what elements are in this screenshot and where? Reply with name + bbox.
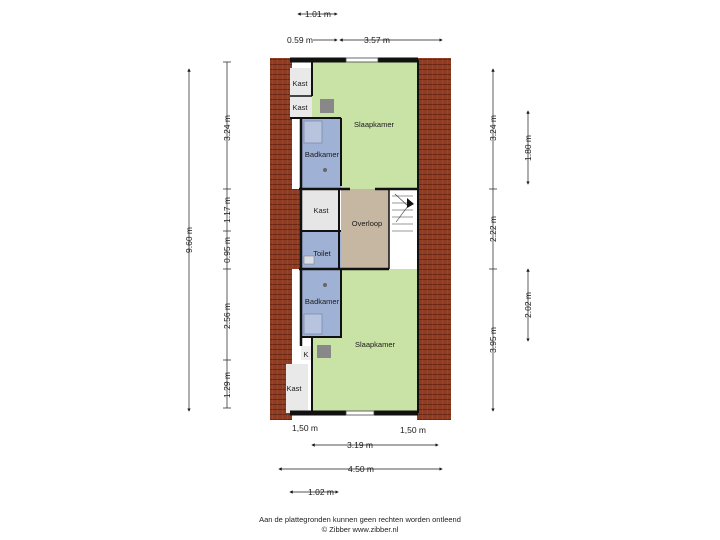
label-badkamer-bottom: Badkamer xyxy=(305,297,340,306)
label-overloop: Overloop xyxy=(352,219,382,228)
dimension-ticks xyxy=(223,61,497,409)
dim-bottom-5: 1.02 m xyxy=(308,487,334,497)
room-kast-mid xyxy=(301,189,339,231)
dim-right-1: 3.24 m xyxy=(488,115,498,141)
dim-left-total: 9.60 m xyxy=(184,227,194,253)
copyright-text: © Zibber www.zibber.nl xyxy=(321,525,399,534)
label-kast-2: Kast xyxy=(292,103,308,112)
roof-left-mid xyxy=(270,189,301,269)
dim-right-3: 3.95 m xyxy=(488,327,498,353)
label-toilet: Toilet xyxy=(313,249,331,258)
stair-arrow xyxy=(407,198,414,208)
dim-bottom-4: 4.50 m xyxy=(348,464,374,474)
dim-far-right-2: 2.02 m xyxy=(523,292,533,318)
roof-right-mid xyxy=(417,189,451,269)
sink-bottom xyxy=(317,345,331,358)
label-k: K xyxy=(303,350,308,359)
drain-bottom xyxy=(323,283,327,287)
dim-left-2: 1.17 m xyxy=(222,197,232,223)
room-kast-bottom xyxy=(286,364,308,413)
window-bottom xyxy=(345,410,375,416)
label-kast-bottom: Kast xyxy=(286,384,302,393)
label-badkamer-top: Badkamer xyxy=(305,150,340,159)
dim-right-2: 2.22 m xyxy=(488,216,498,242)
drain-top xyxy=(323,168,327,172)
dim-left-3: 0.95 m xyxy=(222,237,232,263)
dim-top-2: 0.59 m xyxy=(287,35,313,45)
room-slaapkamer-bottom xyxy=(341,269,418,413)
dimension-lines xyxy=(187,12,530,494)
dim-top-3: 3.57 m xyxy=(364,35,390,45)
dim-bottom-2: 1,50 m xyxy=(400,425,426,435)
dim-bottom-3: 3.19 m xyxy=(347,440,373,450)
dim-far-right-1: 1.80 m xyxy=(523,135,533,161)
walls xyxy=(290,57,419,416)
room-stairs xyxy=(389,189,417,269)
window-top xyxy=(345,57,379,63)
dim-left-5: 1.29 m xyxy=(222,372,232,398)
room-k xyxy=(301,346,312,360)
windows xyxy=(345,57,379,416)
label-kast-mid: Kast xyxy=(313,206,329,215)
shower-top xyxy=(303,120,323,144)
sink-top xyxy=(320,99,334,113)
roof-right-top xyxy=(417,58,451,189)
shower-bottom xyxy=(303,313,323,335)
toilet-bowl xyxy=(303,255,315,265)
room-kast-1 xyxy=(290,68,312,96)
label-slaapkamer-bottom: Slaapkamer xyxy=(355,340,396,349)
roof-right-bottom xyxy=(417,269,451,420)
dim-left-1: 3.24 m xyxy=(222,115,232,141)
dim-bottom-1: 1,50 m xyxy=(292,423,318,433)
room-kast-2 xyxy=(290,96,312,118)
label-kast-1: Kast xyxy=(292,79,308,88)
roof-left-top xyxy=(270,58,292,189)
dim-top-1: 1.01 m xyxy=(305,9,331,19)
disclaimer-text: Aan de plattegronden kunnen geen rechten… xyxy=(259,515,461,524)
label-slaapkamer-top: Slaapkamer xyxy=(354,120,395,129)
room-overloop xyxy=(341,189,389,269)
dim-left-4: 2.56 m xyxy=(222,303,232,329)
